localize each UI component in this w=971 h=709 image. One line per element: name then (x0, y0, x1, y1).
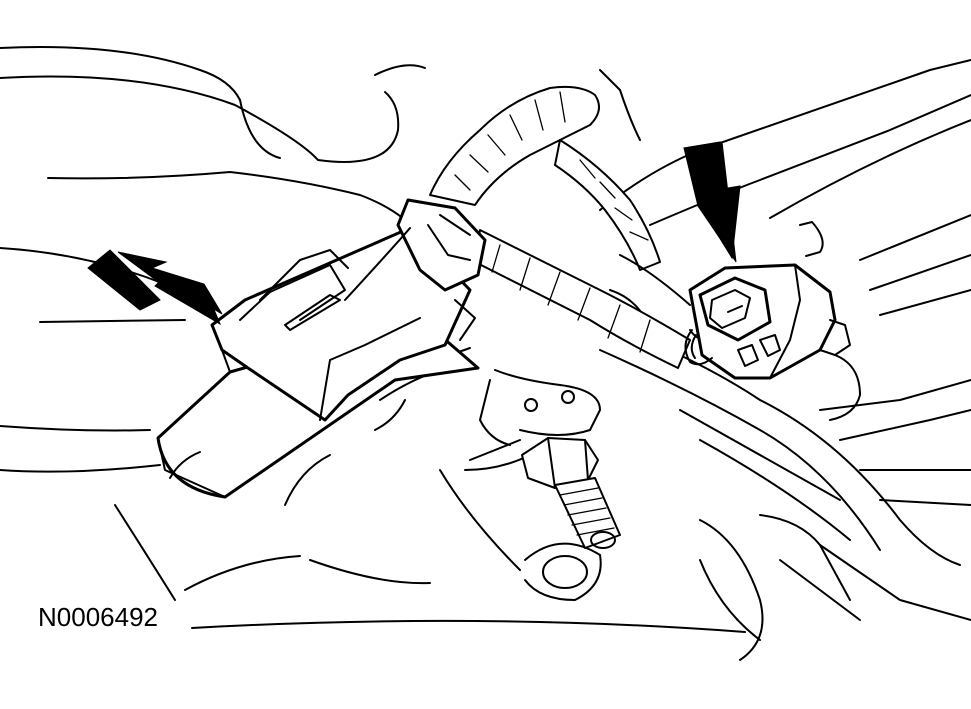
bolt-stud (521, 437, 621, 601)
left-connector (156, 198, 487, 499)
label-leader-line (191, 619, 746, 633)
right-connector (684, 263, 851, 380)
callout-arrow-left (87, 249, 223, 326)
figure-label: N0006492 (38, 602, 158, 632)
callout-arrow-right (683, 141, 741, 263)
wiring-harness (429, 85, 721, 369)
